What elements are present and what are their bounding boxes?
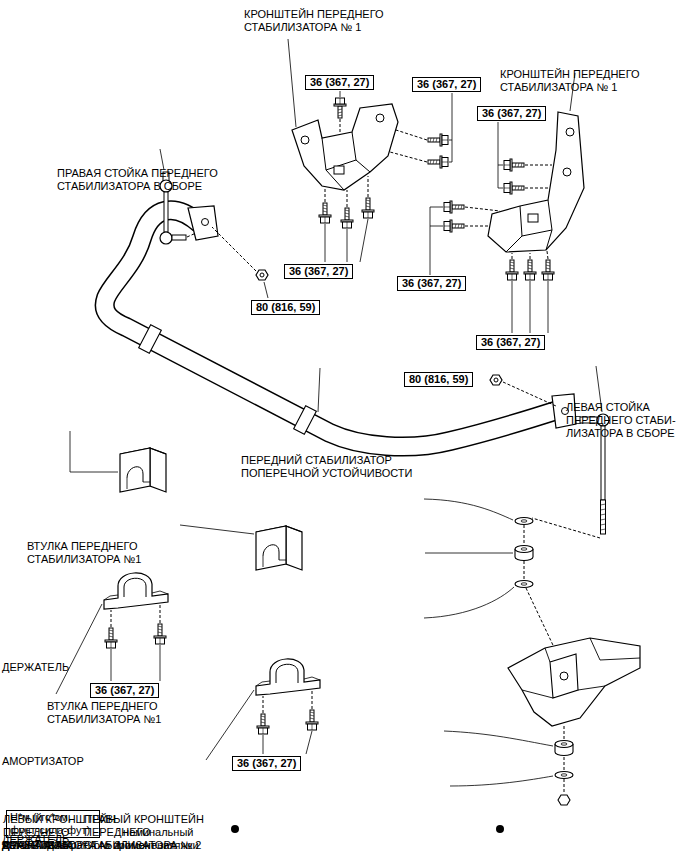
part-name: ВТУЛКА ПЕРЕДНЕГО СТАБИЛИЗАТОРА №1 xyxy=(47,700,197,726)
torque-box: 36 (367, 27) xyxy=(412,77,481,92)
part-name: ПЕРЕДНИЙ СТАБИЛИЗАТОР ПОПЕРЕЧНОЙ УСТОЙЧИ… xyxy=(241,454,456,480)
part-name: КРОНШТЕЙН ПЕРЕДНЕГО СТАБИЛИЗАТОРА № 1 xyxy=(244,8,394,34)
legend-text: Деталь однократного применения xyxy=(2,839,690,852)
torque-value: 80 (816, 59) xyxy=(409,373,468,386)
torque-value: 80 (816, 59) xyxy=(256,301,315,314)
torque-value: 36 (367, 27) xyxy=(417,78,476,91)
part-name: КРОНШТЕЙН ПЕРЕДНЕГО СТАБИЛИЗАТОРА № 1 xyxy=(500,68,660,94)
torque-value: 36 (367, 27) xyxy=(402,277,461,290)
legend-dot xyxy=(231,825,239,833)
torque-value: 36 (367, 27) xyxy=(289,265,348,278)
part-name: ВТУЛКА ПЕРЕДНЕГО СТАБИЛИЗАТОРА №1 xyxy=(27,540,177,566)
torque-box: 36 (367, 27) xyxy=(476,335,545,350)
torque-value: 36 (367, 27) xyxy=(481,336,540,349)
part-name: ДЕРЖАТЕЛЬ xyxy=(2,661,690,674)
part-name: ПРАВАЯ СТОЙКА ПЕРЕДНЕГО СТАБИЛИЗАТОРА В … xyxy=(57,167,257,193)
torque-value: 36 (367, 27) xyxy=(237,757,296,770)
torque-box: 36 (367, 27) xyxy=(397,276,466,291)
part-name: ЛЕВАЯ СТОЙКА ПЕРЕДНЕГО СТАБИ- ЛИЗАТОРА В… xyxy=(566,401,684,440)
torque-box: 36 (367, 27) xyxy=(232,756,301,771)
legend-dot xyxy=(496,825,504,833)
torque-box: 36 (367, 27) xyxy=(284,264,353,279)
torque-box: 36 (367, 27) xyxy=(477,106,546,121)
part-name: АМОРТИЗАТОР xyxy=(2,755,690,768)
torque-value: 36 (367, 27) xyxy=(95,684,154,697)
torque-box: 36 (367, 27) xyxy=(90,683,159,698)
legend-text: КОНТРГАЙКА xyxy=(2,839,690,852)
torque-value: 36 (367, 27) xyxy=(310,76,369,89)
torque-box: 80 (816, 59) xyxy=(404,372,473,387)
torque-box: 80 (816, 59) xyxy=(251,300,320,315)
torque-value: 36 (367, 27) xyxy=(482,107,541,120)
torque-box: 36 (367, 27) xyxy=(305,75,374,90)
